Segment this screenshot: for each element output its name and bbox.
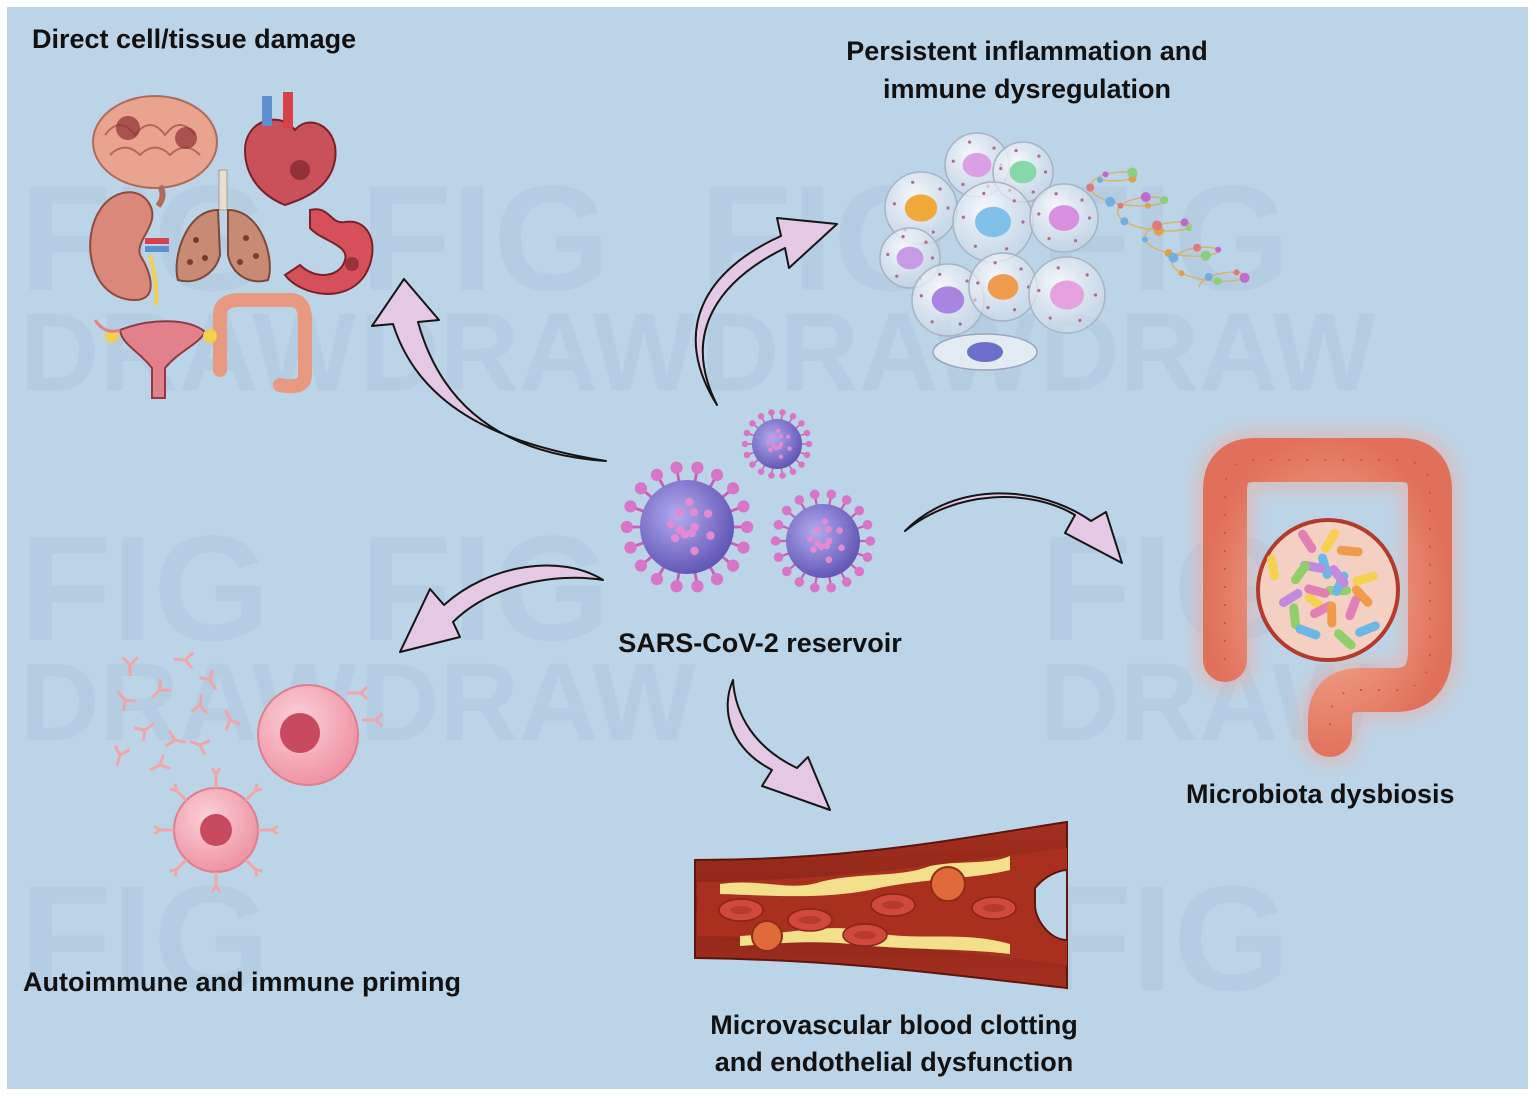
label-microbiota: Microbiota dysbiosis [1186,779,1455,809]
organs-icon [89,92,374,399]
virus-icon [741,409,813,479]
clot-icon [751,920,783,952]
arrow-to-inflammation [694,217,838,406]
arrow-to-microbiota [904,492,1123,564]
label-center-reservoir: SARS-CoV-2 reservoir [618,628,902,658]
kidney-icon [89,191,169,306]
label-microvascular-line2: and endothelial dysfunction [714,1047,1074,1077]
heart-icon [243,92,337,207]
uterus-icon [93,319,217,399]
clot-icon [930,866,966,902]
virus-cluster [620,409,876,593]
colon-icon [213,293,312,394]
arrow-to-microvascular [726,679,831,811]
immune-cell-icon [153,684,384,893]
arrow-to-autoimmune [399,564,604,653]
label-autoimmune: Autoimmune and immune priming [23,967,462,997]
arrows [371,217,1123,811]
label-tissue-damage: Direct cell/tissue damage [32,24,357,54]
lungs-icon [175,169,271,283]
intestine-icon [1194,429,1461,766]
watermark-text: FIG [1040,854,1290,1022]
arrow-to-tissue-damage [371,278,607,462]
virus-icon [620,461,754,593]
label-inflammation-line1: Persistent inflammation and [846,36,1208,66]
antibody-icon [113,651,241,772]
label-inflammation-line2: immune dysregulation [882,74,1172,104]
blood-vessel-icon [694,820,1068,990]
cytokine-spiral-icon [1086,167,1250,288]
watermark-text: FIG [20,504,270,672]
watermark-text: DRAW [360,641,696,764]
virus-icon [770,489,876,593]
brain-icon [92,95,218,208]
label-microvascular-line1: Microvascular blood clotting [710,1010,1078,1040]
stomach-icon [283,208,374,295]
watermark-text: FIG [20,854,270,1022]
immune-cells-icon [879,132,1250,371]
